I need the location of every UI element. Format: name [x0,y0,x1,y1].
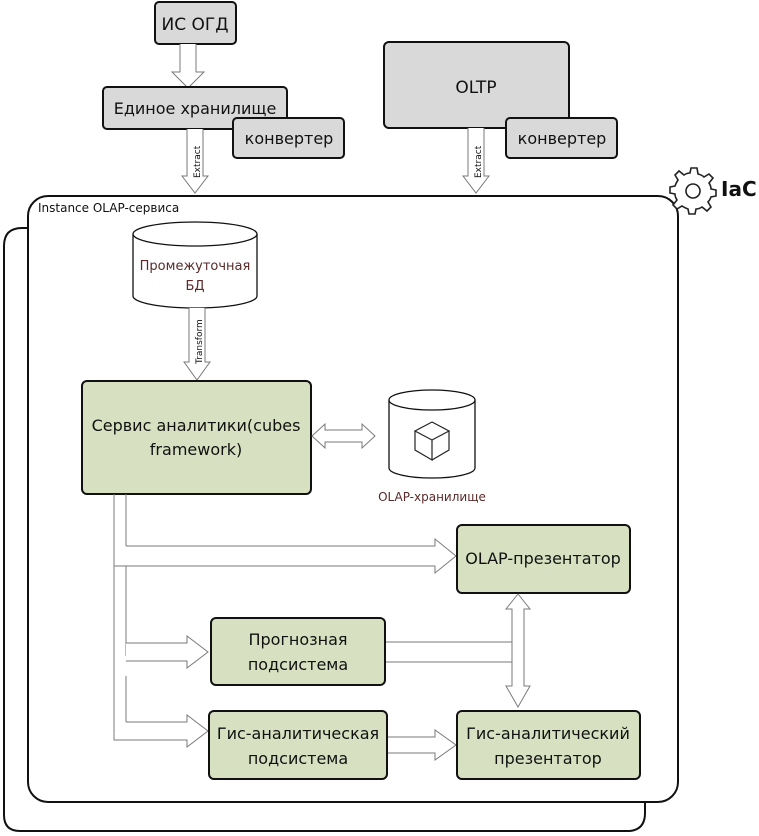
transform-label: Transform [195,319,205,365]
extract-right-label: Extract [474,145,484,178]
distribution-arrows [113,494,127,734]
forecast-subsystem-line2: подсистема [248,655,348,674]
arrow-extract-left [180,129,210,194]
gis-subsystem-box[interactable] [208,710,388,780]
gis-subsystem-line2: подсистема [248,749,348,768]
analytics-service-line1: Сервис аналитики(cubes [92,416,301,435]
staging-db-label-line1: Промежуточная [140,259,251,274]
oltp-label: OLTP [455,78,496,98]
staging-db-label-line2: БД [185,279,204,294]
gis-subsystem-line1: Гис-аналитическая [217,724,379,743]
converter-right-label: конвертер [518,129,607,148]
arrow-ogd-to-storage [170,44,206,89]
staging-db-cylinder[interactable] [132,221,258,309]
forecast-subsystem-box[interactable] [210,617,386,686]
forecast-subsystem-line1: Прогнозная [248,630,347,649]
olap-storage-label: OLAP-хранилище [378,490,486,504]
converter-right-box[interactable] [505,117,618,159]
forecast-connectors [386,641,524,663]
converter-left-box[interactable] [232,117,345,159]
olap-presenter-box[interactable] [456,524,631,594]
gis-presenter-box[interactable] [456,710,641,780]
analytics-service-line2: framework) [150,440,242,459]
analytics-service-box[interactable] [81,380,312,495]
converter-left-label: конвертер [245,129,334,148]
gis-presenter-line2: презентатор [494,749,602,768]
arrow-olap-gis-presenters [504,593,532,709]
instance-label: Instance OLAP-сервиса [38,201,179,215]
extract-left-label: Extract [193,145,203,178]
cube-icon [413,421,451,462]
olap-storage-cylinder[interactable] [388,389,476,479]
arrow-to-gis-subsystem [113,713,209,749]
arrow-extract-right [461,128,491,194]
olap-presenter-label: OLAP-презентатор [465,549,621,568]
ogd-system-label: ИС ОГД [161,15,228,35]
arrow-analytics-olap-storage [311,422,376,450]
gear-icon [669,167,717,215]
iac-label: IaC [721,177,757,201]
arrow-to-forecast [126,634,209,670]
gis-presenter-line1: Гис-аналитический [466,724,630,743]
unified-storage-label: Единое хранилище [114,99,277,118]
